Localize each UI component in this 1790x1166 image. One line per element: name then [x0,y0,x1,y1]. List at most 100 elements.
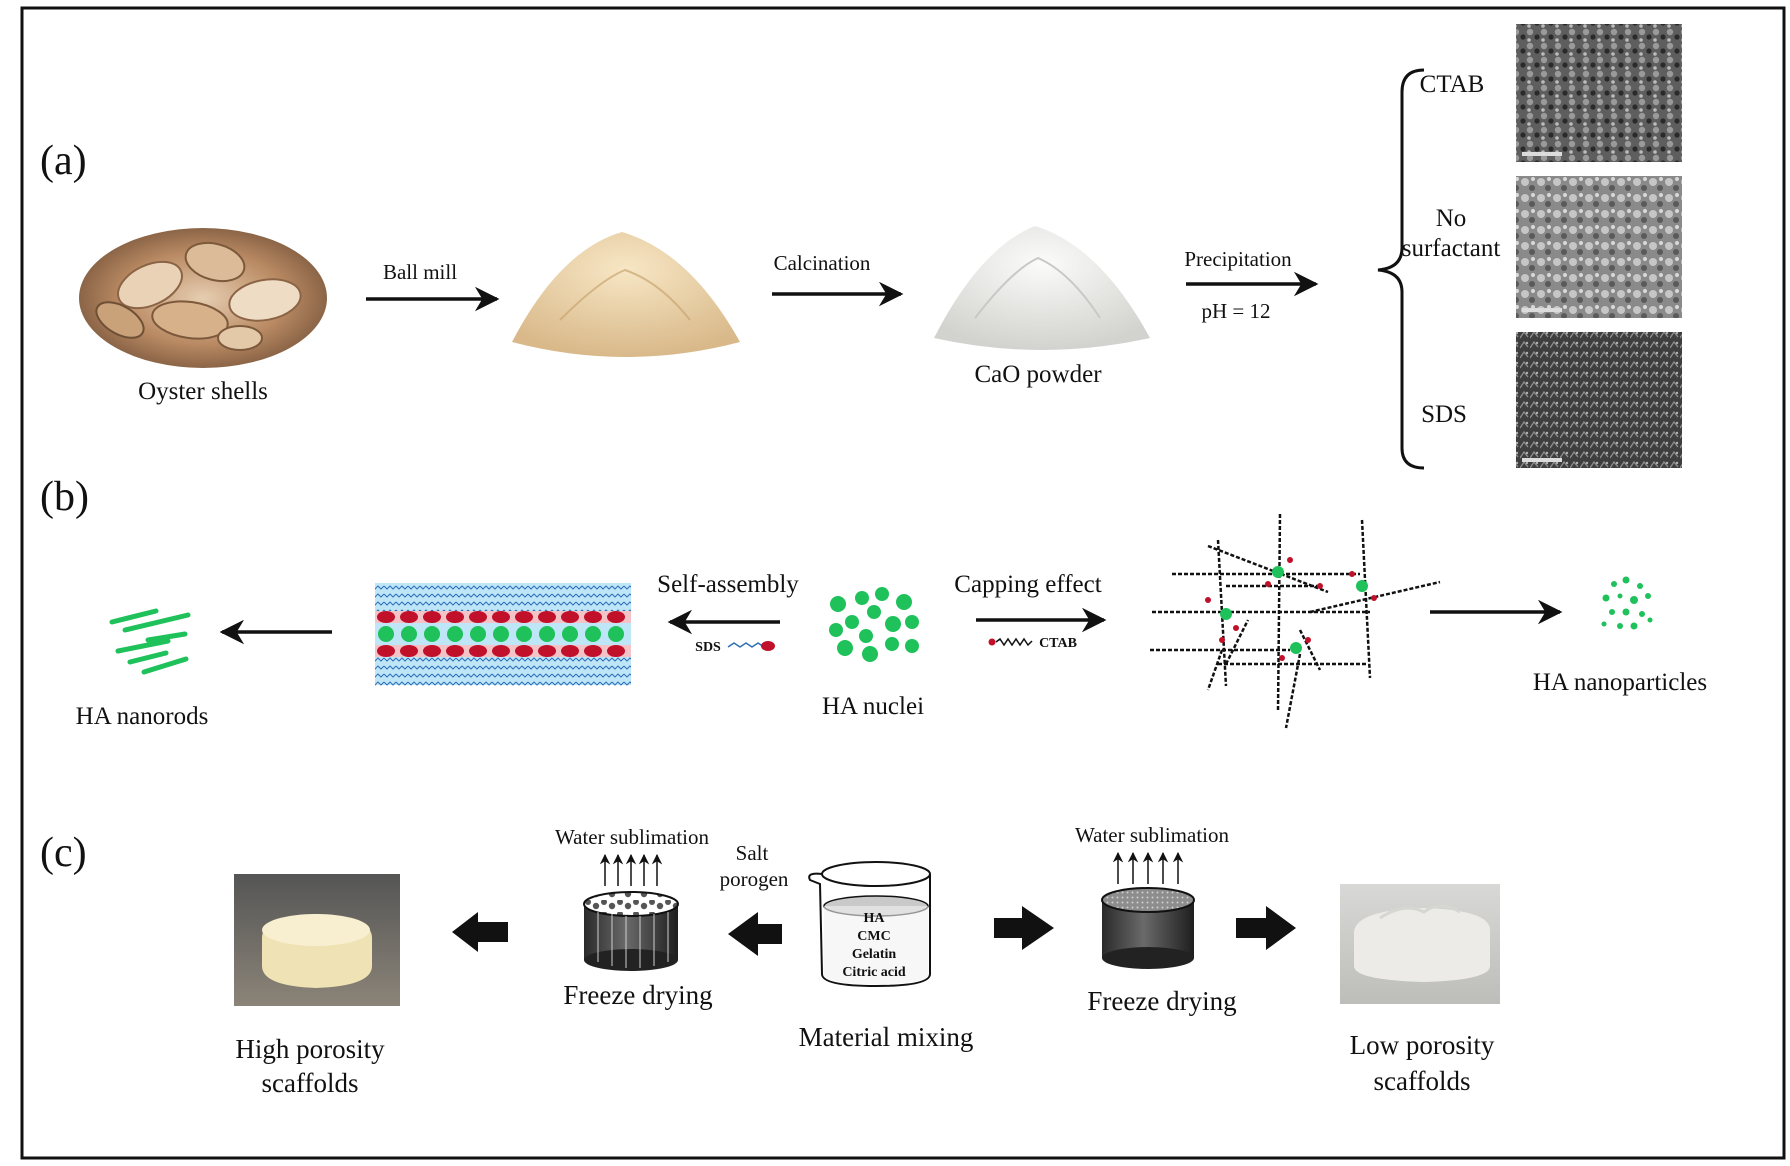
salt-label: Salt [736,841,769,865]
sds-head-particle [423,611,441,623]
ha-nucleus-particle [493,626,509,642]
sem-scale-bar [1522,458,1562,462]
water-sublimation-right-label: Water sublimation [1075,823,1230,847]
sds-head-particle [584,645,602,657]
sds-head-particle [400,611,418,623]
surfactant-brace [1377,68,1425,470]
sds-head-particle [423,645,441,657]
porogen-label: porogen [720,867,789,891]
sds-head-particle [607,611,625,623]
sds-head-particle [446,645,464,657]
surfactant-ctab-label: CTAB [1420,71,1485,98]
freeze-drying-left-label: Freeze drying [563,980,712,1010]
beaker-gelatin-label: Gelatin [852,947,897,962]
surfactant-sds-label: SDS [1421,401,1467,428]
ha-nuclei-graphic [829,587,919,662]
sds-head-particle [400,645,418,657]
freeze-dryer-graphic [1101,887,1195,969]
shell-powder-image [512,232,740,357]
ctab-molecule-graphic [988,637,1033,647]
sds-molecule-graphic [727,641,775,651]
high-porosity-block-arrow [452,912,508,952]
surfactant-none-label-1: No [1436,205,1467,232]
panel-c-label: (c) [40,830,87,876]
ha-nucleus-particle [516,626,532,642]
ha-nanoparticles-label: HA nanoparticles [1533,669,1707,696]
ctab-tag-label: CTAB [1039,636,1077,651]
oyster-shells-image [79,228,327,368]
high-porosity-scaffold-photo [234,874,400,1006]
ha-nanorods-graphic [109,608,191,675]
ha-nucleus-particle [585,626,601,642]
capping-effect-label: Capping effect [954,571,1101,598]
ha-nucleus-particle [424,626,440,642]
ha-nucleus-particle [608,626,624,642]
cao-powder-image [934,226,1150,350]
beaker-citric-acid-label: Citric acid [842,965,906,980]
ha-nucleus-particle [562,626,578,642]
sds-head-particle [584,611,602,623]
ha-nucleus-particle [401,626,417,642]
sds-head-particle [561,611,579,623]
low-porosity-block-arrow [1236,906,1296,950]
self-assembly-label: Self-assembly [657,571,799,598]
figure-frame [20,6,1786,1160]
sds-head-particle [538,611,556,623]
cao-powder-label: CaO powder [974,361,1102,388]
beaker-ha-label: HA [864,911,886,926]
water-sublimation-arrows-left [599,853,663,886]
porogen-block-arrow [728,912,782,956]
sds-head-particle [492,645,510,657]
water-sublimation-left-label: Water sublimation [555,825,710,849]
ph-label: pH = 12 [1201,299,1270,323]
porogen-freeze-dryer-graphic [583,891,679,971]
sds-head-particle [446,611,464,623]
freeze-drying-block-arrow [994,906,1054,950]
oyster-shells-label: Oyster shells [138,378,268,405]
sem-image-ctab [1516,24,1682,162]
ball-mill-label: Ball mill [383,260,457,284]
sds-head-particle [377,645,395,657]
sds-head-particle [469,645,487,657]
sds-head-particle [607,645,625,657]
beaker-cmc-label: CMC [857,929,890,944]
low-porosity-scaffold-photo [1340,884,1500,1004]
material-mixing-label: Material mixing [799,1022,974,1052]
sem-scale-bar [1522,152,1562,156]
high-porosity-label-2: scaffolds [262,1068,359,1098]
surfactant-none-label-2: surfactant [1402,235,1501,262]
sds-tag-label: SDS [695,640,721,655]
water-sublimation-arrows-right [1112,851,1184,884]
ha-nanoparticles-graphic [1601,576,1653,630]
low-porosity-label-2: scaffolds [1374,1066,1471,1096]
precipitation-label: Precipitation [1184,247,1292,271]
sds-head-particle [492,611,510,623]
high-porosity-label-1: High porosity [235,1034,385,1064]
material-mixing-beaker [808,861,931,988]
ha-nucleus-particle [378,626,394,642]
ha-nuclei-label: HA nuclei [822,693,924,720]
freeze-drying-right-label: Freeze drying [1087,986,1236,1016]
sds-head-particle [515,645,533,657]
ha-nucleus-particle [539,626,555,642]
self-assembly-particles [377,611,625,657]
sem-scale-bar [1522,308,1562,312]
sds-head-particle [561,645,579,657]
low-porosity-label-1: Low porosity [1350,1030,1495,1060]
sds-head-particle [515,611,533,623]
ctab-network-nodes [1205,557,1377,661]
sem-image-sds [1516,332,1682,468]
ctab-capping-network [1150,513,1441,729]
panel-b-label: (b) [40,474,89,520]
sds-head-particle [538,645,556,657]
ha-nanorods-label: HA nanorods [76,703,209,730]
sds-head-particle [377,611,395,623]
sds-head-particle [469,611,487,623]
panel-a-label: (a) [40,138,87,184]
calcination-label: Calcination [774,251,871,275]
ha-nucleus-particle [470,626,486,642]
ha-nucleus-particle [447,626,463,642]
sem-image-no-surfactant [1516,176,1682,318]
